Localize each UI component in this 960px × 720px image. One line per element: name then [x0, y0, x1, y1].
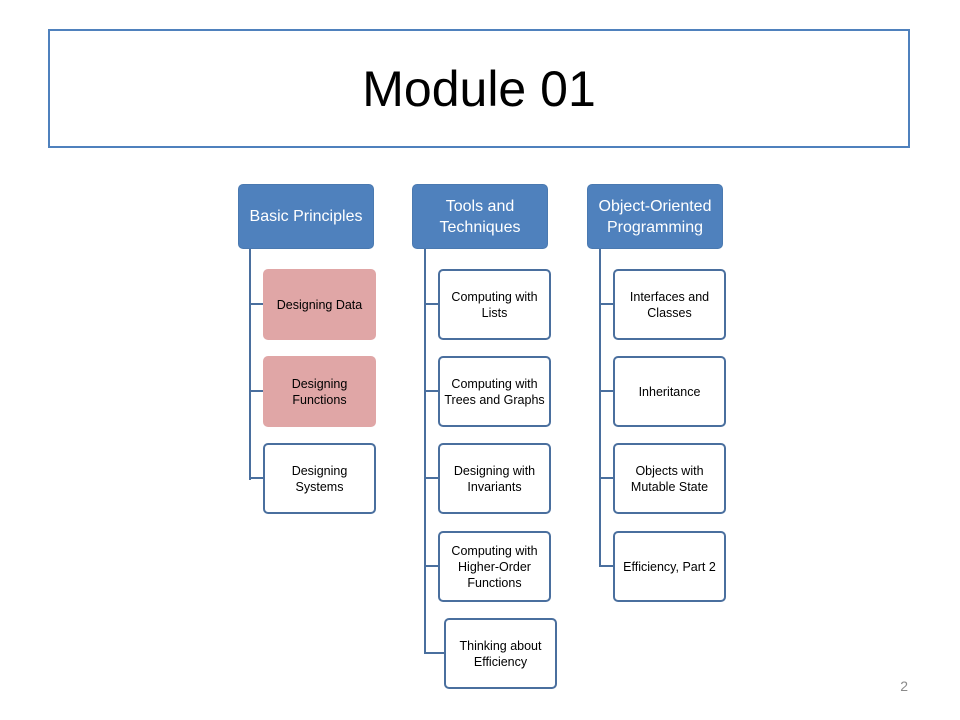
connector-branch: [599, 390, 613, 392]
node-label: Designing with Invariants: [453, 463, 536, 494]
connector-trunk: [424, 249, 426, 654]
node-label: Interfaces and Classes: [629, 289, 710, 320]
node-label: Computing with Higher-Order Functions: [451, 543, 538, 590]
connector-branch: [424, 390, 438, 392]
column-header-label: Basic Principles: [249, 208, 363, 225]
column-header-label: Tools and Techniques: [439, 197, 521, 236]
column-header-basic-principles: Basic Principles: [238, 184, 374, 249]
node-designing-data: Designing Data: [263, 269, 376, 340]
connector-trunk: [599, 249, 601, 567]
column-header-tools-and-techniques: Tools and Techniques: [412, 184, 548, 249]
node-label: Designing Data: [276, 297, 363, 312]
page-title: Module 01: [362, 60, 596, 117]
node-label: Efficiency, Part 2: [623, 559, 716, 574]
column-header-object-oriented-programming: Object-Oriented Programming: [587, 184, 723, 249]
node-label: Designing Functions: [291, 376, 348, 407]
node-efficiency-part-2: Efficiency, Part 2: [613, 531, 726, 602]
page-number: 2: [900, 678, 908, 694]
node-interfaces-and-classes: Interfaces and Classes: [613, 269, 726, 340]
node-designing-with-invariants: Designing with Invariants: [438, 443, 551, 514]
connector-branch: [424, 652, 444, 654]
connector-branch: [424, 477, 438, 479]
connector-branch: [249, 303, 263, 305]
connector-branch: [424, 303, 438, 305]
node-inheritance: Inheritance: [613, 356, 726, 427]
node-label: Objects with Mutable State: [630, 463, 709, 494]
column-header-label: Object-Oriented Programming: [598, 197, 712, 236]
node-computing-with-higher-order-functions: Computing with Higher-Order Functions: [438, 531, 551, 602]
connector-branch: [599, 303, 613, 305]
node-label: Computing with Lists: [451, 289, 538, 320]
title-box: Module 01: [48, 29, 910, 148]
node-computing-with-trees-and-graphs: Computing with Trees and Graphs: [438, 356, 551, 427]
node-objects-with-mutable-state: Objects with Mutable State: [613, 443, 726, 514]
node-thinking-about-efficiency: Thinking about Efficiency: [444, 618, 557, 689]
node-label: Inheritance: [638, 384, 701, 399]
connector-trunk: [249, 249, 251, 480]
connector-branch: [599, 565, 613, 567]
connector-branch: [424, 565, 438, 567]
node-label: Thinking about Efficiency: [459, 638, 542, 669]
node-label: Designing Systems: [291, 463, 348, 494]
node-designing-systems: Designing Systems: [263, 443, 376, 514]
node-label: Computing with Trees and Graphs: [444, 376, 545, 407]
node-designing-functions: Designing Functions: [263, 356, 376, 427]
connector-branch: [249, 390, 263, 392]
connector-branch: [599, 477, 613, 479]
node-computing-with-lists: Computing with Lists: [438, 269, 551, 340]
connector-branch: [249, 477, 263, 479]
